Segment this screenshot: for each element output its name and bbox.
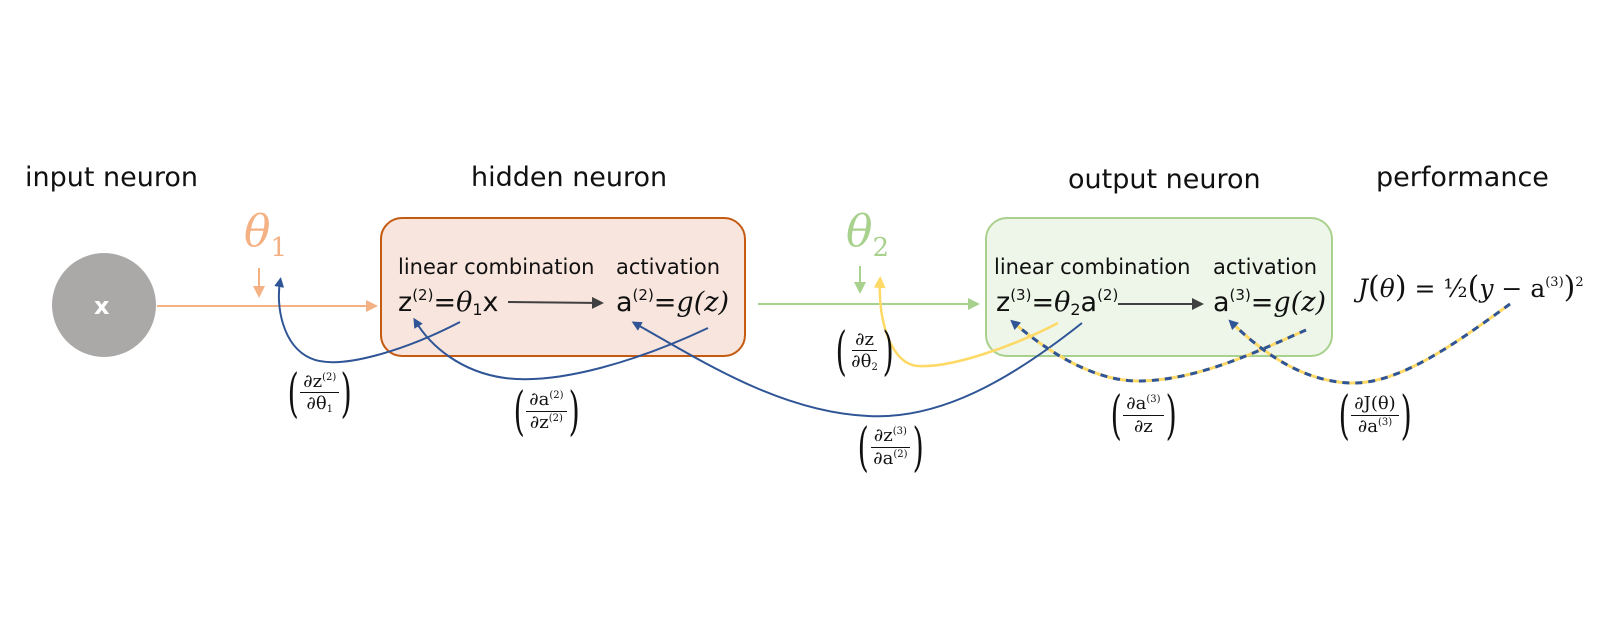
output-activation-label: activation xyxy=(1213,255,1318,279)
forward-arrow-z2-a2 xyxy=(507,296,604,309)
theta1-weight-label: θ1 xyxy=(244,206,288,263)
backprop-curve-dz-dtheta2 xyxy=(873,276,1059,368)
header-hidden-neuron: hidden neuron xyxy=(471,162,668,193)
input-node-circle xyxy=(52,253,156,357)
output-linear-label: linear combination xyxy=(994,255,1191,279)
header-performance: performance xyxy=(1376,162,1549,193)
backprop-curve-dz2-dtheta1 xyxy=(274,277,461,364)
cost-function-equation: J(θ) = ½(y − a(3))2 xyxy=(1358,270,1584,305)
input-node-label: x xyxy=(94,292,110,320)
output-linear-equation: z(3)=θ2a(2) xyxy=(996,286,1119,319)
derivative-dJ-da3: ( ∂J(θ) ∂a(3) ) xyxy=(1338,386,1412,446)
theta2-weight-label: θ2 xyxy=(846,206,890,263)
backprop-curve-dJ-da3 xyxy=(1228,302,1511,385)
derivative-da3-dz: ( ∂a(3) ∂z ) xyxy=(1110,386,1177,446)
hidden-activation-equation: a(2)=g(z) xyxy=(616,286,729,318)
derivative-dz3-da2: ( ∂z(3) ∂a(2) ) xyxy=(857,418,924,478)
output-activation-equation: a(3)=g(z) xyxy=(1213,286,1326,318)
header-input-neuron: input neuron xyxy=(25,162,199,193)
derivative-dz2-dtheta1: ( ∂z(2) ∂θ1 ) xyxy=(287,364,352,424)
backprop-curve-da3-dz xyxy=(1010,319,1307,383)
hidden-linear-label: linear combination xyxy=(398,255,595,279)
output-neuron-box xyxy=(985,217,1333,357)
backprop-curve-da2-dz2 xyxy=(413,317,709,381)
hidden-linear-equation: z(2)=θ1x xyxy=(398,286,499,319)
derivative-da2-dz2: ( ∂a(2) ∂z(2) ) xyxy=(513,382,580,442)
hidden-activation-label: activation xyxy=(616,255,721,279)
header-output-neuron: output neuron xyxy=(1068,164,1261,195)
derivative-dz-dtheta2: ( ∂z ∂θ2 ) xyxy=(835,322,894,382)
backprop-curve-dz3-da2 xyxy=(631,321,1083,418)
backprop-curve-da3-dz-yellow xyxy=(1013,321,1307,383)
hidden-neuron-box xyxy=(380,217,746,357)
